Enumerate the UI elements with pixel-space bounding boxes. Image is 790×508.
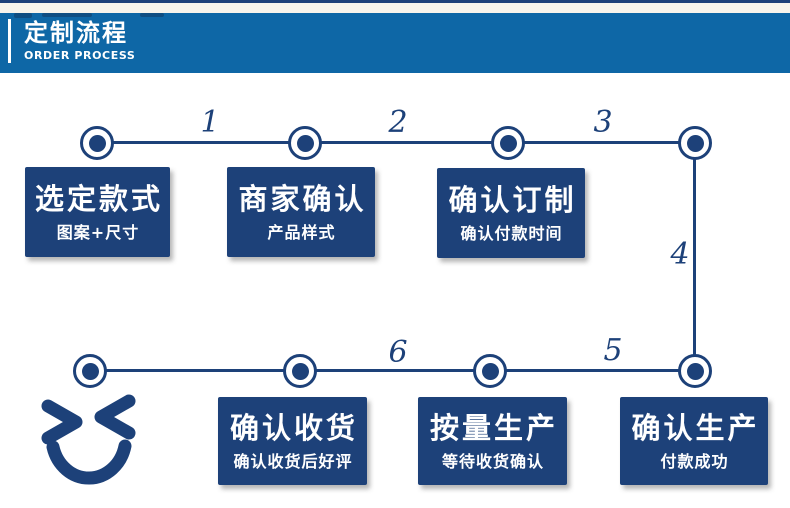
node-dot — [88, 134, 106, 152]
page-title: 定制流程 — [24, 19, 128, 47]
flow-line-top — [97, 141, 695, 144]
flow-node-end — [73, 354, 107, 388]
step-subtitle: 产品样式 — [267, 222, 336, 242]
node-dot — [686, 134, 704, 152]
node-dot — [481, 362, 499, 380]
header-accent-bar — [8, 19, 11, 63]
node-dot — [81, 362, 99, 380]
step-box-merchant-confirm: 商家确认 产品样式 — [227, 167, 375, 257]
banner-edge-artifact — [42, 13, 92, 17]
page-subtitle: ORDER PROCESS — [24, 49, 136, 62]
flow-node-2 — [288, 126, 322, 160]
step-title: 确认订制 — [448, 182, 577, 217]
step-box-production-by-quantity: 按量生产 等待收货确认 — [418, 397, 567, 485]
banner-edge-artifact — [14, 13, 32, 18]
step-box-select-style: 选定款式 图案+尺寸 — [25, 167, 170, 257]
step-subtitle: 付款成功 — [660, 451, 729, 471]
step-title: 商家确认 — [238, 181, 367, 216]
header-banner: 定制流程 ORDER PROCESS — [0, 13, 790, 73]
step-box-confirm-order: 确认订制 确认付款时间 — [437, 168, 585, 258]
winking-smiley-icon — [41, 394, 136, 485]
segment-number-4: 4 — [670, 237, 690, 272]
step-subtitle: 等待收货确认 — [441, 451, 544, 471]
step-title: 按量生产 — [429, 410, 558, 445]
top-cream-strip — [0, 0, 790, 13]
banner-edge-artifact — [140, 13, 164, 17]
node-dot — [499, 134, 517, 152]
step-title: 选定款式 — [34, 181, 163, 216]
step-title: 确认生产 — [631, 410, 760, 445]
flow-node-4 — [678, 354, 712, 388]
step-box-confirm-receipt: 确认收货 确认收货后好评 — [218, 397, 367, 485]
flow-line-right — [693, 143, 696, 371]
step-title: 确认收货 — [229, 410, 358, 445]
node-dot — [291, 362, 309, 380]
flow-node-5 — [473, 354, 507, 388]
flow-node-6 — [283, 354, 317, 388]
segment-number-5: 5 — [603, 333, 623, 368]
top-border-line — [0, 0, 790, 3]
segment-number-6: 6 — [388, 335, 408, 370]
flow-line-bottom — [90, 369, 695, 372]
step-subtitle: 确认付款时间 — [460, 223, 563, 243]
flow-node-3 — [491, 126, 525, 160]
flow-node-1 — [80, 126, 114, 160]
step-box-confirm-production: 确认生产 付款成功 — [620, 397, 768, 485]
node-dot — [686, 362, 704, 380]
flow-node-corner-top — [678, 126, 712, 160]
segment-number-2: 2 — [388, 105, 408, 140]
segment-number-1: 1 — [200, 105, 220, 140]
node-dot — [296, 134, 314, 152]
segment-number-3: 3 — [593, 105, 613, 140]
step-subtitle: 图案+尺寸 — [56, 222, 140, 242]
step-subtitle: 确认收货后好评 — [233, 451, 353, 471]
